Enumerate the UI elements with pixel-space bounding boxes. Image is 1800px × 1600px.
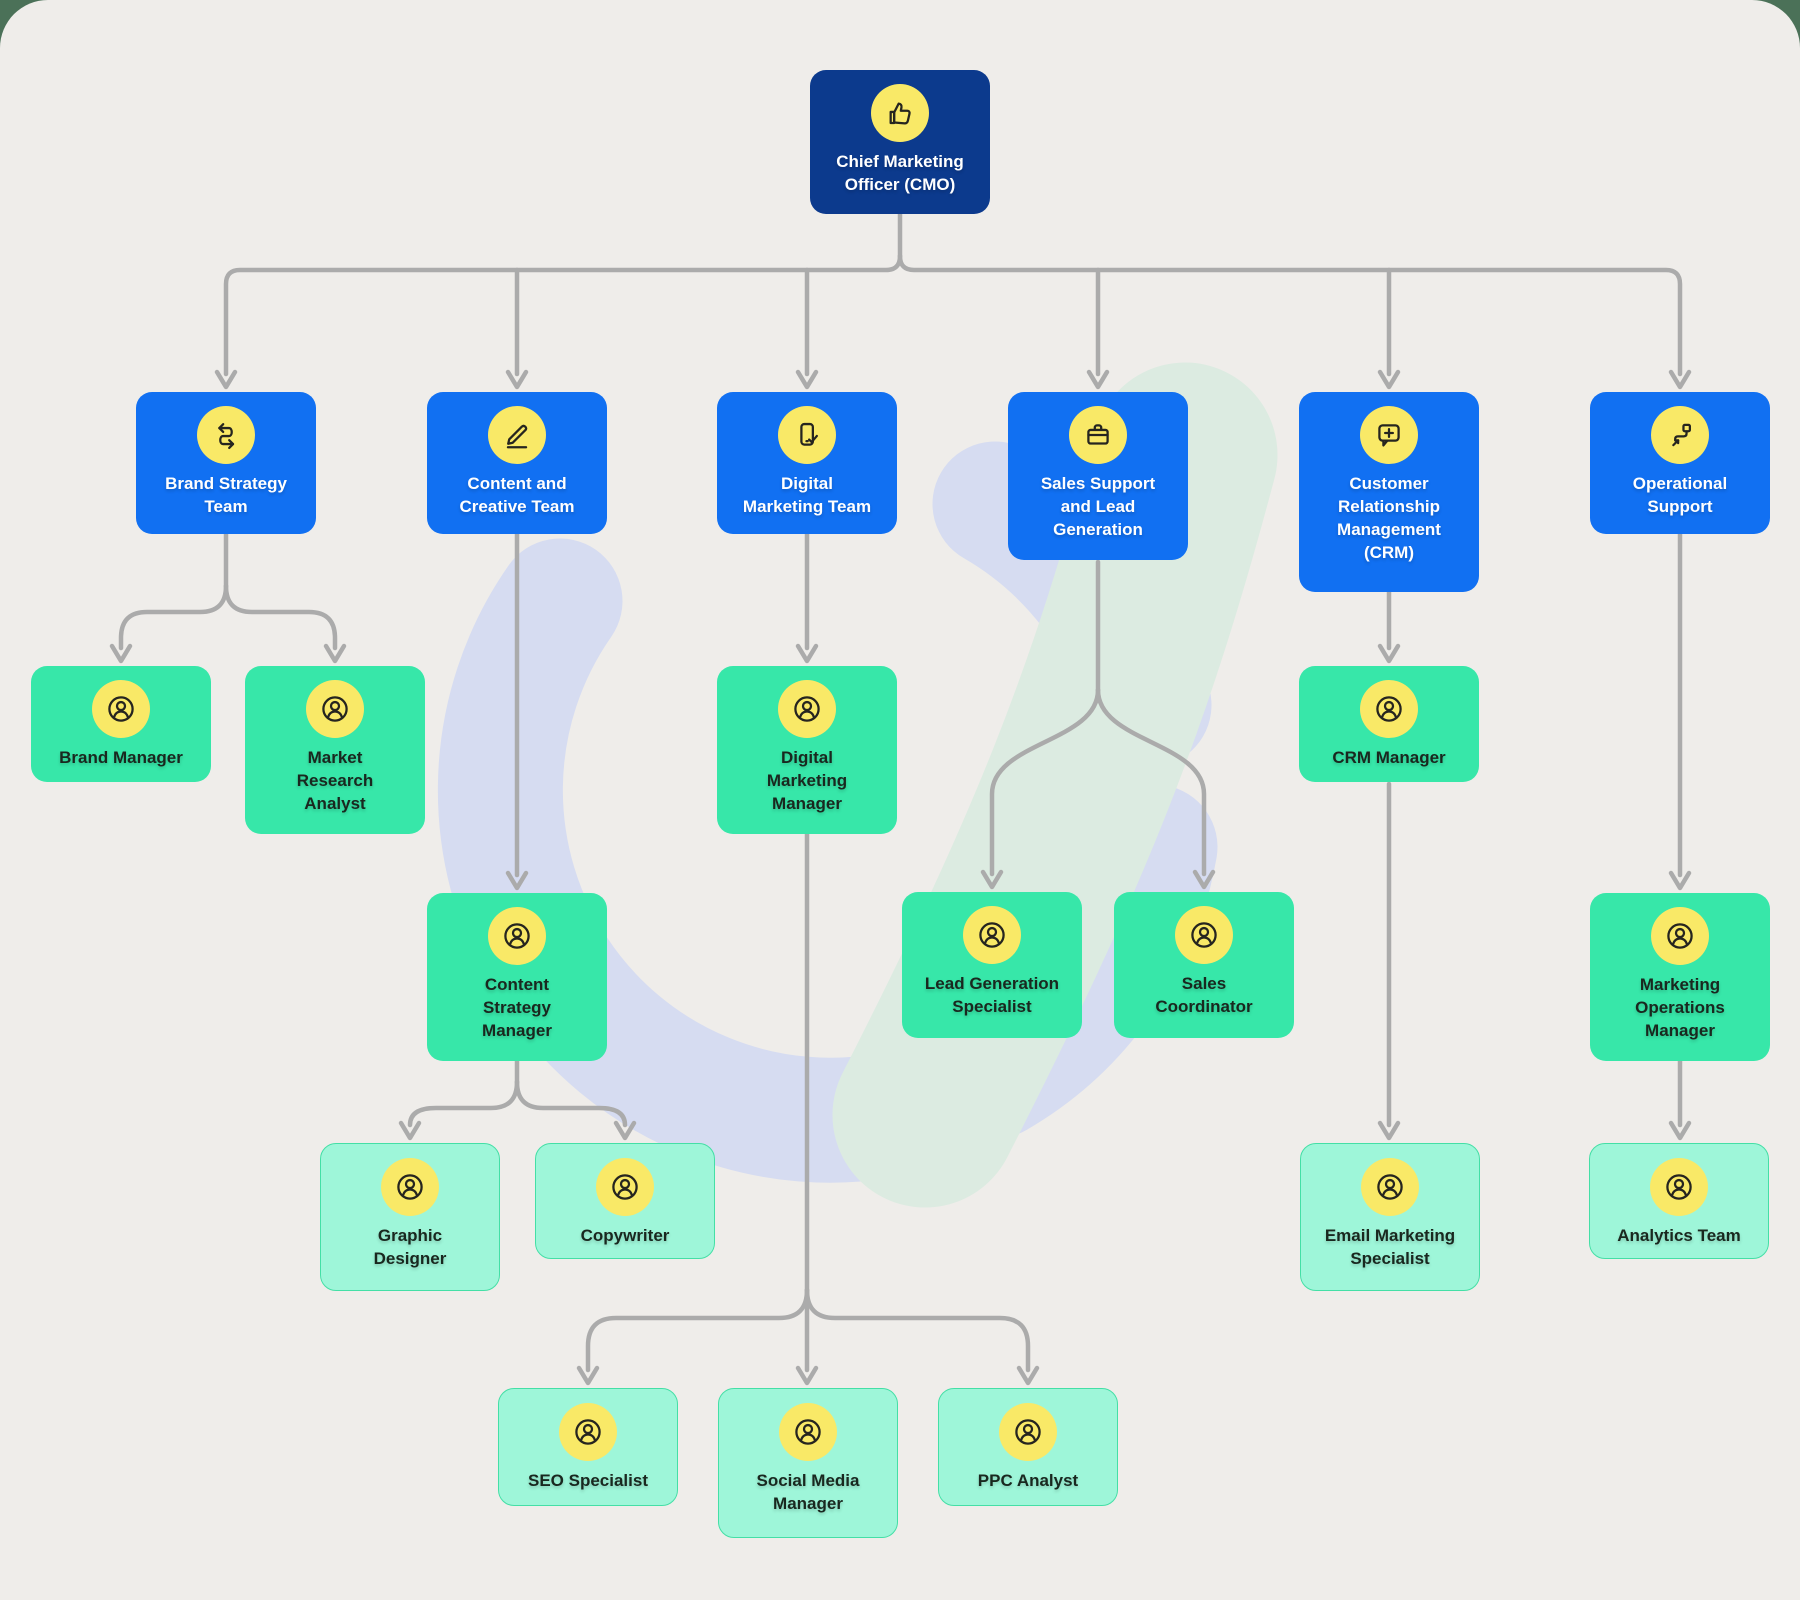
connector: [514, 1079, 637, 1141]
node-label: Sales Support and Lead Generation: [1040, 474, 1156, 539]
node-label: Marketing Operations Manager: [1635, 975, 1725, 1040]
chat-plus-icon: [1360, 406, 1418, 464]
user-icon: [963, 906, 1021, 964]
node-label: SEO Specialist: [528, 1471, 648, 1490]
node-label: Brand Strategy Team: [165, 474, 287, 516]
node-copywriter: Copywriter: [535, 1143, 715, 1259]
user-icon: [488, 907, 546, 965]
node-label: Email Marketing Specialist: [1324, 1226, 1456, 1268]
node-crm-manager: CRM Manager: [1299, 666, 1479, 782]
node-marketing-operations-manager: Marketing Operations Manager: [1590, 893, 1770, 1061]
connector: [897, 253, 1692, 390]
node-content-and-creative-team: Content and Creative Team: [427, 392, 607, 534]
user-icon: [1361, 1158, 1419, 1216]
node-seo-specialist: SEO Specialist: [498, 1388, 678, 1506]
node-label: Copywriter: [580, 1226, 670, 1245]
node-label: Digital Marketing Team: [742, 474, 872, 516]
connector: [576, 1287, 810, 1386]
node-label: Graphic Designer: [373, 1226, 447, 1268]
node-social-media-manager: Social Media Manager: [718, 1388, 898, 1538]
node-sales-support-and-lead-generation: Sales Support and Lead Generation: [1008, 392, 1188, 560]
node-analytics-team: Analytics Team: [1589, 1143, 1769, 1259]
node-label: Social Media Manager: [756, 1471, 860, 1513]
node-cmo: Chief Marketing Officer (CMO): [810, 70, 990, 214]
node-label: Content and Creative Team: [459, 474, 575, 516]
user-icon: [1360, 680, 1418, 738]
node-label: Digital Marketing Manager: [766, 748, 848, 813]
connector: [804, 1287, 1040, 1386]
user-icon: [381, 1158, 439, 1216]
node-label: Sales Coordinator: [1155, 974, 1253, 1016]
node-sales-coordinator: Sales Coordinator: [1114, 892, 1294, 1038]
node-brand-strategy-team: Brand Strategy Team: [136, 392, 316, 534]
user-icon: [1651, 907, 1709, 965]
node-customer-relationship-management-crm: Customer Relationship Management (CRM): [1299, 392, 1479, 592]
flow-branch-icon: [1651, 406, 1709, 464]
connector: [223, 583, 347, 664]
user-icon: [1650, 1158, 1708, 1216]
node-label: Market Research Analyst: [296, 748, 374, 813]
node-label: Operational Support: [1632, 474, 1728, 516]
briefcase-icon: [1069, 406, 1127, 464]
user-icon: [92, 680, 150, 738]
node-content-strategy-manager: Content Strategy Manager: [427, 893, 607, 1061]
user-icon: [559, 1403, 617, 1461]
user-icon: [778, 680, 836, 738]
phone-check-icon: [778, 406, 836, 464]
connector: [1095, 687, 1216, 890]
node-label: Customer Relationship Management (CRM): [1337, 474, 1441, 562]
shuffle-arrows-icon: [197, 406, 255, 464]
thumbs-up-icon: [871, 84, 929, 142]
connector: [980, 687, 1101, 890]
node-digital-marketing-manager: Digital Marketing Manager: [717, 666, 897, 834]
node-email-marketing-specialist: Email Marketing Specialist: [1300, 1143, 1480, 1291]
node-label: PPC Analyst: [977, 1471, 1079, 1490]
connector: [109, 583, 229, 664]
pencil-icon: [488, 406, 546, 464]
node-label: Analytics Team: [1617, 1226, 1741, 1245]
node-label: Lead Generation Specialist: [924, 974, 1060, 1016]
node-market-research-analyst: Market Research Analyst: [245, 666, 425, 834]
node-ppc-analyst: PPC Analyst: [938, 1388, 1118, 1506]
user-icon: [306, 680, 364, 738]
connector: [398, 1079, 520, 1141]
node-digital-marketing-team: Digital Marketing Team: [717, 392, 897, 534]
user-icon: [999, 1403, 1057, 1461]
user-icon: [596, 1158, 654, 1216]
node-label: Content Strategy Manager: [482, 975, 552, 1040]
user-icon: [1175, 906, 1233, 964]
node-lead-generation-specialist: Lead Generation Specialist: [902, 892, 1082, 1038]
connectors: [109, 210, 1692, 1386]
node-operational-support: Operational Support: [1590, 392, 1770, 534]
node-label: Brand Manager: [59, 748, 183, 767]
connector: [214, 253, 903, 390]
node-brand-manager: Brand Manager: [31, 666, 211, 782]
node-graphic-designer: Graphic Designer: [320, 1143, 500, 1291]
node-label: CRM Manager: [1332, 748, 1446, 767]
node-label: Chief Marketing Officer (CMO): [836, 152, 964, 194]
user-icon: [779, 1403, 837, 1461]
